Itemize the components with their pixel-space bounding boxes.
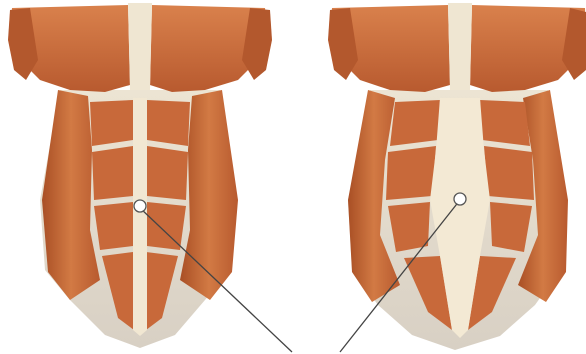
sternum <box>448 3 472 90</box>
marker-left <box>134 200 146 212</box>
linea-alba-left <box>133 98 147 336</box>
marker-right <box>454 193 466 205</box>
sternum <box>128 3 152 90</box>
torso-right <box>328 3 586 350</box>
